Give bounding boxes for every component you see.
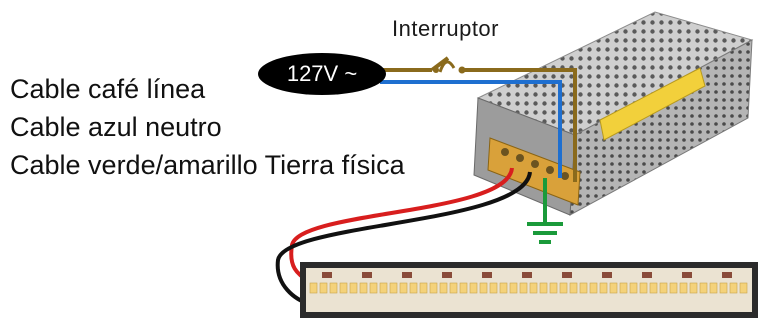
led-chip xyxy=(439,282,448,294)
resistor xyxy=(362,272,372,278)
led-chip xyxy=(719,282,728,294)
legend-line-brown: Cable café línea xyxy=(10,74,206,104)
led-strip xyxy=(300,262,758,318)
resistor xyxy=(602,272,612,278)
led-chip xyxy=(709,282,718,294)
red-positive-wire xyxy=(289,167,514,284)
led-chip xyxy=(409,282,418,294)
brown-line-wire-after-switch xyxy=(462,68,577,182)
led-chip xyxy=(599,282,608,294)
led-chip xyxy=(699,282,708,294)
resistor xyxy=(322,272,332,278)
led-chip xyxy=(569,282,578,294)
led-chip xyxy=(449,282,458,294)
led-chip xyxy=(329,282,338,294)
led-chip xyxy=(579,282,588,294)
led-chip xyxy=(659,282,668,294)
legend-line-ground: Cable verde/amarillo Tierra física xyxy=(10,150,405,180)
led-chip xyxy=(339,282,348,294)
wire-legend: Cable café línea Cable azul neutro Cable… xyxy=(10,70,405,184)
terminal-screws xyxy=(501,148,569,180)
resistor xyxy=(642,272,652,278)
terminal-block xyxy=(487,137,581,206)
led-chip xyxy=(619,282,628,294)
led-chip xyxy=(529,282,538,294)
led-chip xyxy=(519,282,528,294)
dc-wires xyxy=(275,167,532,306)
black-negative-wire xyxy=(275,171,532,306)
led-chip xyxy=(679,282,688,294)
led-chip xyxy=(359,282,368,294)
led-chip xyxy=(469,282,478,294)
resistor xyxy=(562,272,572,278)
led-chips xyxy=(309,272,748,294)
warning-label xyxy=(599,67,706,141)
led-chip xyxy=(639,282,648,294)
legend-line-blue: Cable azul neutro xyxy=(10,112,222,142)
led-chip xyxy=(489,282,498,294)
led-chip xyxy=(609,282,618,294)
power-supply xyxy=(473,11,754,216)
ac-wires xyxy=(380,68,577,224)
led-chip xyxy=(589,282,598,294)
led-chip xyxy=(429,282,438,294)
resistor xyxy=(722,272,732,278)
led-chip xyxy=(559,282,568,294)
led-chip xyxy=(479,282,488,294)
resistor xyxy=(682,272,692,278)
led-chip xyxy=(319,282,328,294)
led-chip xyxy=(729,282,738,294)
resistor xyxy=(482,272,492,278)
led-chip xyxy=(629,282,638,294)
switch-symbol-icon xyxy=(430,56,466,74)
led-chip xyxy=(309,282,318,294)
led-chip xyxy=(669,282,678,294)
switch-label: Interruptor xyxy=(392,16,499,41)
led-chip xyxy=(689,282,698,294)
resistor xyxy=(402,272,412,278)
led-chip xyxy=(379,282,388,294)
resistor xyxy=(522,272,532,278)
voltage-badge: 127V ~ xyxy=(258,53,386,95)
resistor xyxy=(442,272,452,278)
led-chip xyxy=(509,282,518,294)
ground-symbol-icon xyxy=(527,222,563,244)
led-chip xyxy=(649,282,658,294)
led-chip xyxy=(369,282,378,294)
led-chip xyxy=(459,282,468,294)
led-chip xyxy=(389,282,398,294)
led-chip xyxy=(539,282,548,294)
led-chip xyxy=(499,282,508,294)
led-chip xyxy=(739,282,748,294)
led-chip xyxy=(419,282,428,294)
led-chip xyxy=(549,282,558,294)
led-chip xyxy=(399,282,408,294)
blue-neutral-wire xyxy=(380,80,562,178)
led-chip xyxy=(349,282,358,294)
